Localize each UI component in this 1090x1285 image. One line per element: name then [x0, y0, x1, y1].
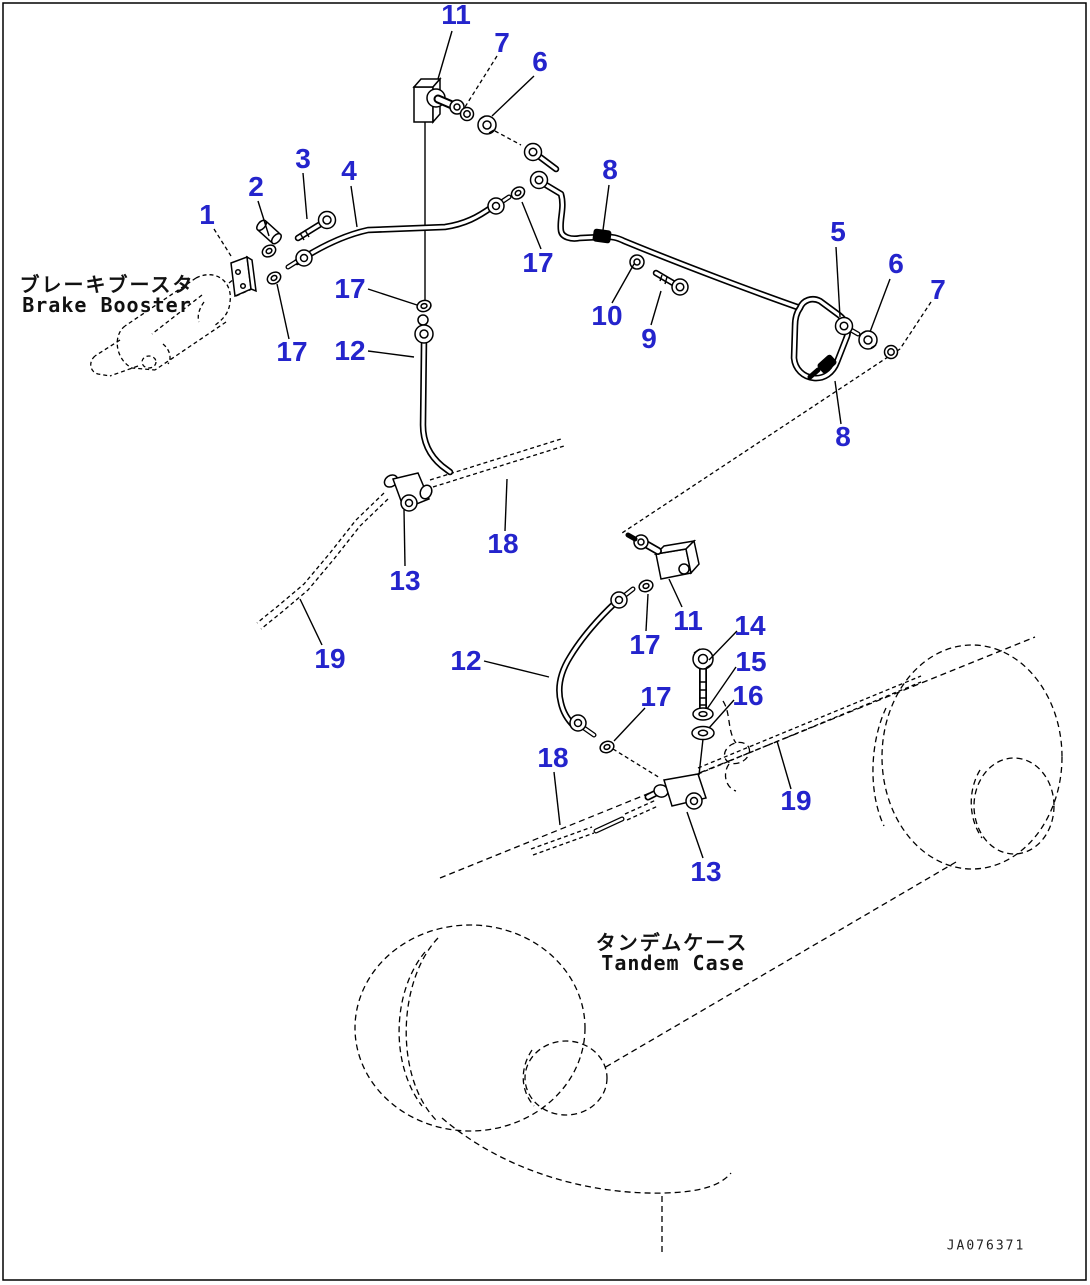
fitting-8-upper: [592, 228, 612, 244]
nut-6-right: [858, 330, 878, 350]
assembly-axis-solid: [424, 122, 704, 776]
brake-booster-outline: [90, 270, 253, 377]
hose-18-upper: [429, 438, 565, 488]
pipe-12-lower-top-fitting: [610, 586, 636, 609]
brake-booster-label-ja: ブレーキブースタ: [19, 272, 195, 297]
pipe-8-union-b: [529, 170, 549, 190]
washer-17-f: [599, 740, 615, 754]
nut-6-top: [477, 115, 497, 135]
pipe-12-upper-fitting: [414, 314, 434, 344]
washer-15: [692, 707, 714, 721]
pipe-5-loop: [790, 296, 851, 382]
washer-17-c: [416, 299, 432, 313]
pipe-12-lower: [556, 599, 619, 730]
tandem-case-label-en: Tandem Case: [601, 951, 745, 975]
washer-17-e: [638, 579, 654, 593]
tandem-case-label-ja: タンデムケース: [595, 930, 749, 955]
brake-booster-label-en: Brake Booster: [22, 293, 192, 317]
connector-block-11-lower: [625, 532, 700, 580]
washer-16: [691, 725, 715, 741]
pipe-4-start-fitting: [285, 249, 313, 270]
plate-1: [230, 255, 257, 298]
pipe-4: [293, 203, 496, 266]
washer-7-right: [883, 344, 899, 360]
hose-19-lower: [697, 675, 922, 775]
pipe-8-union-a: [523, 142, 543, 162]
connector-block-11-top: [412, 77, 465, 124]
fitting-8-lower: [807, 354, 837, 380]
elbow-13-lower: [644, 773, 707, 810]
hose-18-lower: [530, 799, 659, 856]
washer-7-top: [459, 106, 475, 122]
hose-18-lower-fitting: [593, 816, 625, 834]
pipe-4-end-fitting: [487, 194, 512, 215]
elbow-13-upper: [383, 472, 433, 512]
washer-17-d: [510, 186, 526, 200]
pipe-12-upper: [419, 337, 454, 476]
bolt-14: [692, 648, 714, 712]
assembly-axis-lines: [494, 130, 901, 779]
washer-17-a: [261, 244, 277, 258]
bolt-3: [294, 210, 337, 242]
spacer-2: [256, 219, 282, 245]
pipe-8: [536, 153, 804, 312]
drawing-id: JA076371: [946, 1238, 1026, 1254]
washer-17-b: [266, 271, 282, 285]
pipe-5-flare-nut: [834, 316, 861, 337]
pipe-12-lower-bottom-fitting: [569, 714, 597, 738]
hose-19-upper: [256, 492, 389, 630]
bolt-9: [652, 269, 689, 296]
leader-lines: [213, 30, 932, 859]
